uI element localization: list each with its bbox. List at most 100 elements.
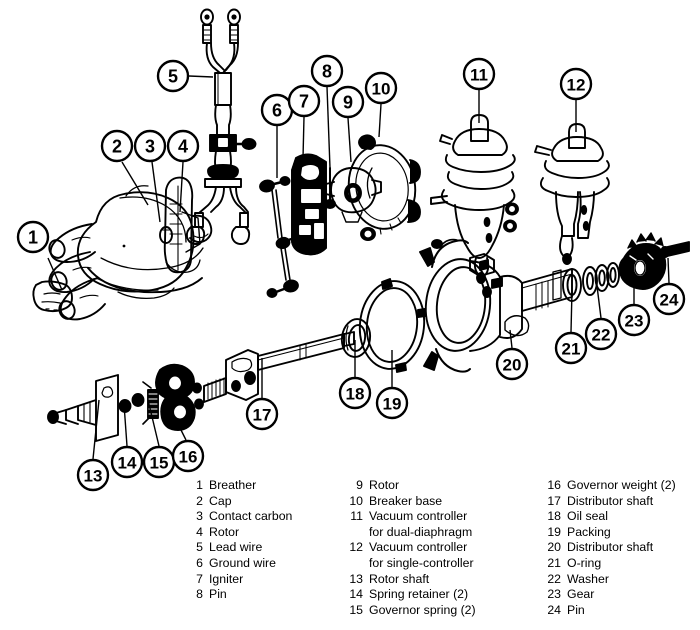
leader-line-24 [667, 257, 670, 284]
callout-2: 2 [100, 129, 149, 206]
legend-item-number: 7 [196, 571, 203, 586]
legend-item-label: Contact carbon [209, 509, 293, 524]
leader-line-16 [161, 391, 187, 441]
legend-item-label: Distributor shaft [567, 540, 654, 555]
callout-7: 7 [287, 84, 321, 159]
callout-21: 21 [554, 289, 588, 365]
legend-item-label: Rotor shaft [369, 571, 430, 586]
legend-item-label: Breather [209, 478, 257, 492]
callout-5: 5 [156, 59, 214, 93]
part-ground-wire [259, 176, 299, 298]
part-rotor-upper [163, 176, 213, 274]
callout-circle-21 [554, 331, 588, 365]
legend-item-8: 8 Pin [186, 587, 292, 603]
callout-circle-14 [110, 445, 144, 479]
legend-item-number: 19 [547, 524, 561, 539]
part-cap [48, 185, 204, 321]
callout-circle-16 [171, 439, 205, 473]
callout-23: 23 [617, 272, 651, 337]
legend-item-number: 8 [196, 587, 203, 602]
callout-circle-24 [652, 282, 686, 316]
leader-line-5 [188, 75, 214, 78]
callout-number-3: 3 [145, 137, 155, 157]
legend-item-number: 22 [547, 571, 561, 586]
legend-item-continuation: for single-controller [369, 555, 474, 570]
legend-item-13: 13 Rotor shaft [346, 572, 476, 588]
leader-line-3 [151, 161, 161, 223]
legend-item-number: 13 [349, 571, 363, 586]
legend-item-number: 6 [196, 555, 203, 570]
legend-item-label: Governor weight (2) [567, 478, 676, 492]
callout-number-20: 20 [503, 356, 522, 375]
callout-circle-22 [584, 317, 618, 351]
legend-item-label: O-ring [567, 555, 602, 570]
legend-item-label: Packing [567, 524, 611, 539]
callout-circle-10 [364, 71, 398, 105]
callout-circle-5 [156, 59, 190, 93]
part-lead-wire [185, 8, 257, 245]
part-breaker-base [347, 134, 421, 241]
callout-11: 11 [462, 57, 496, 123]
callout-circle-23 [617, 303, 651, 337]
callout-circle-9 [331, 85, 365, 119]
leader-line-21 [570, 289, 573, 333]
part-rotor-9 [325, 167, 382, 223]
legend-item-number: 17 [547, 493, 561, 508]
legend-item-label: Washer [567, 571, 609, 586]
leader-line-7 [302, 116, 305, 159]
callout-number-19: 19 [383, 395, 402, 414]
callout-circle-8 [310, 54, 344, 88]
legend-item-number: 18 [547, 509, 561, 524]
leader-line-13 [92, 399, 100, 460]
part-distributor-housing [419, 238, 573, 373]
callout-3: 3 [133, 129, 167, 223]
callout-circle-20 [495, 347, 529, 381]
callout-10: 10 [364, 71, 398, 138]
callout-circle-1 [16, 220, 50, 254]
part-vacuum-controller-single [534, 123, 610, 265]
callout-15: 15 [142, 399, 176, 479]
part-washer [582, 262, 620, 296]
callout-circle-7 [287, 84, 321, 118]
callout-number-8: 8 [322, 62, 332, 82]
part-igniter [291, 153, 327, 256]
leader-line-20 [509, 329, 513, 349]
leader-line-2 [121, 161, 149, 206]
legend-item-19: 19 Packing [544, 525, 676, 541]
callout-24: 24 [652, 257, 686, 316]
legend-item-number: 23 [547, 587, 561, 602]
leader-line-15 [147, 399, 160, 447]
legend-item-label: Pin [209, 587, 227, 602]
callout-number-21: 21 [562, 340, 581, 359]
callout-6: 6 [260, 93, 294, 178]
callout-9: 9 [331, 85, 365, 163]
callout-number-5: 5 [168, 67, 178, 87]
callout-13: 13 [76, 399, 110, 492]
leader-line-10 [378, 103, 382, 138]
callout-circle-19 [375, 386, 409, 420]
callout-circle-13 [76, 458, 110, 492]
callout-16: 16 [161, 391, 205, 473]
callout-number-11: 11 [470, 66, 488, 85]
leader-line-14 [123, 403, 128, 447]
callout-number-7: 7 [299, 92, 309, 112]
callout-circle-12 [559, 67, 593, 101]
legend-item-number: 11 [350, 509, 363, 524]
